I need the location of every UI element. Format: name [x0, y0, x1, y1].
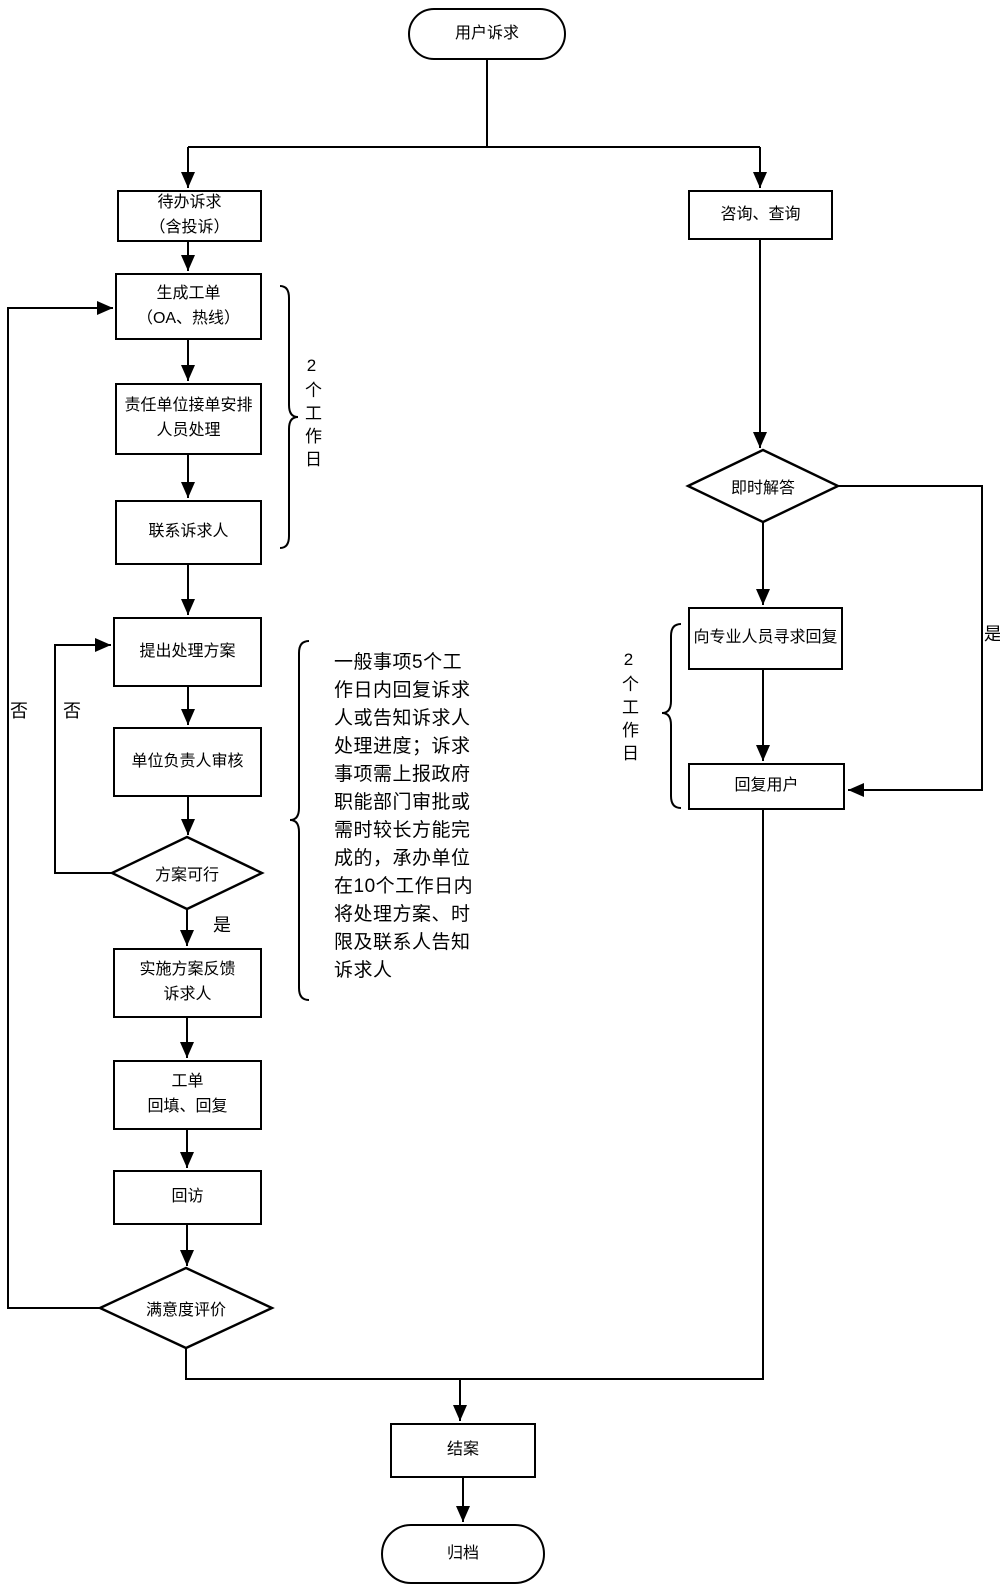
edge-instant-yes-bypass	[838, 485, 983, 797]
brace-right-duration	[661, 623, 682, 809]
label-duration-left: 2个工作日	[302, 356, 321, 473]
node-generate-ticket: 生成工单 （OA、热线）	[115, 273, 262, 340]
brace-left-duration	[279, 285, 299, 549]
node-contact-requester: 联系诉求人	[115, 500, 262, 565]
decision-satisfaction-label: 满意度评价	[145, 1302, 226, 1319]
edge-satisfaction-merge	[185, 1348, 461, 1380]
node-ticket-fill-reply: 工单 回填、回复	[113, 1060, 262, 1130]
edge-reply-merge	[459, 810, 764, 1380]
label-yes-down: 是	[213, 915, 231, 935]
node-consult-query: 咨询、查询	[688, 190, 833, 240]
label-yes-right: 是	[984, 624, 1000, 644]
label-duration-right: 2个工作日	[619, 650, 638, 767]
decision-instant-answer-shape	[685, 448, 841, 524]
edge-feasible-no-loop	[54, 638, 112, 874]
node-archive: 归档	[381, 1524, 545, 1584]
edge-start-split	[188, 60, 760, 148]
node-propose-solution: 提出处理方案	[113, 617, 262, 687]
label-no-outer: 否	[10, 701, 28, 721]
decision-plan-feasible-shape	[109, 835, 265, 911]
node-assign-handler: 责任单位接单安排 人员处理	[115, 383, 262, 455]
decision-instant-answer-label: 即时解答	[730, 480, 795, 497]
node-reply-user: 回复用户	[688, 763, 845, 810]
decision-plan-feasible-label: 方案可行	[154, 867, 219, 884]
node-leader-review: 单位负责人审核	[113, 727, 262, 797]
brace-annotation	[289, 640, 310, 1001]
node-seek-expert-reply: 向专业人员寻求回复	[688, 607, 843, 670]
node-pending-request: 待办诉求 （含投诉）	[117, 190, 262, 242]
edge-satisfaction-no-loop	[7, 301, 113, 1309]
node-follow-up-visit: 回访	[113, 1170, 262, 1225]
node-implement-feedback: 实施方案反馈 诉求人	[113, 948, 262, 1018]
label-no-inner: 否	[63, 701, 81, 721]
annotation-note: 一般事项5个工 作日内回复诉求 人或告知诉求人 处理进度；诉求 事项需上报政府 …	[334, 652, 474, 981]
node-start-user-request: 用户诉求	[408, 8, 566, 60]
decision-satisfaction-shape	[97, 1266, 275, 1350]
node-close-case: 结案	[390, 1423, 536, 1478]
